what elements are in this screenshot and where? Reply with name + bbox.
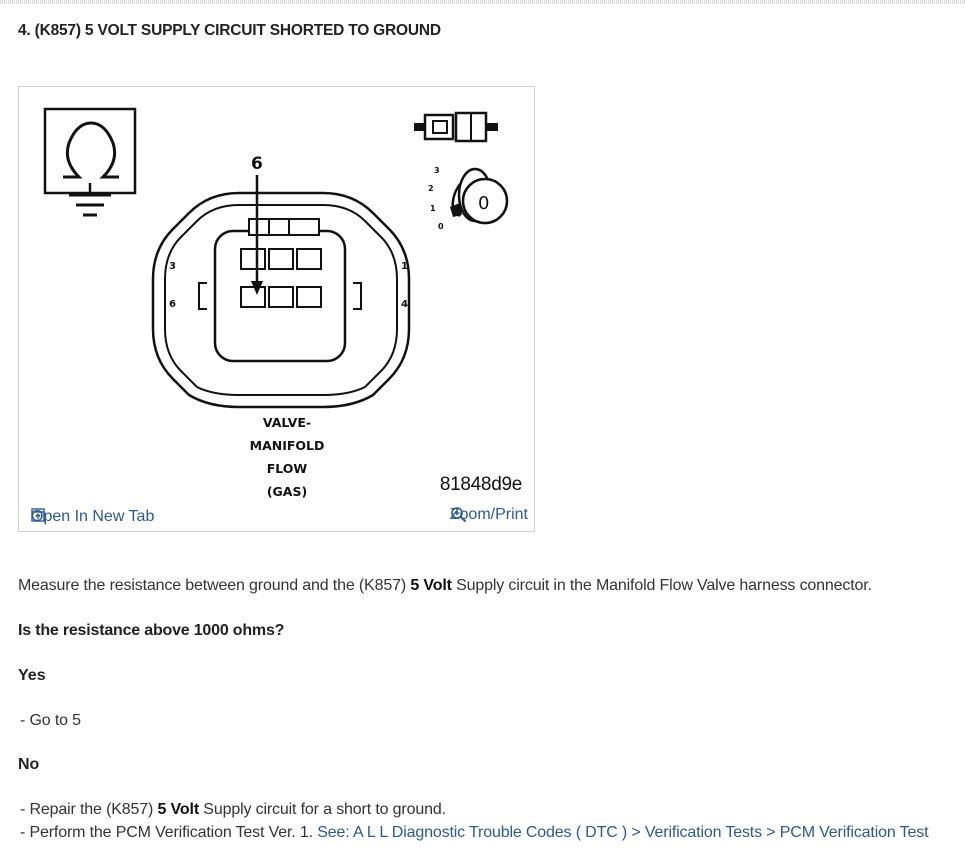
svg-text:2: 2 (428, 184, 434, 193)
svg-text:FLOW: FLOW (267, 461, 308, 476)
svg-text:3: 3 (434, 166, 440, 175)
probe-arrow (251, 175, 263, 295)
component-label: VALVE- MANIFOLD FLOW (GAS) (250, 415, 325, 499)
no-action-verification: - Perform the PCM Verification Test Ver.… (20, 824, 929, 841)
step-title: 4. (K857) 5 VOLT SUPPLY CIRCUIT SHORTED … (18, 22, 441, 39)
svg-text:0: 0 (478, 193, 489, 214)
magnifier-icon (450, 507, 466, 523)
top-divider (0, 0, 965, 4)
yes-label: Yes (18, 667, 46, 684)
svg-text:VALVE-: VALVE- (263, 415, 311, 430)
valve-connector-body (151, 191, 411, 409)
svg-text:(GAS): (GAS) (267, 484, 307, 499)
harness-connector-icon (414, 111, 498, 143)
no-action-repair: - Repair the (K857) 5 Volt Supply circui… (20, 801, 446, 818)
open-in-new-tab-link[interactable]: Open In New Tab (31, 508, 154, 526)
pin-label-6: 6 (169, 299, 176, 310)
dtc-link[interactable]: See: A L L Diagnostic Trouble Codes ( DT… (317, 824, 628, 841)
svg-text:MANIFOLD: MANIFOLD (250, 438, 325, 453)
zoom-print-link[interactable]: Zoom/Print (450, 506, 528, 524)
ignition-key-icon: 3 2 1 0 0 (428, 166, 509, 231)
zoom-print-label: Zoom/Print (449, 506, 528, 523)
diagram-drawing: 3 2 1 0 0 (43, 107, 509, 499)
figure-id: 81848d9e (439, 474, 522, 495)
ohmmeter-icon (43, 107, 137, 217)
open-tab-icon (31, 508, 45, 522)
instruction-text: Measure the resistance between ground an… (18, 577, 872, 594)
connector-diagram: 3 2 1 0 0 (18, 86, 535, 532)
question-text: Is the resistance above 1000 ohms? (18, 622, 285, 639)
yes-action: - Go to 5 (20, 712, 81, 729)
svg-text:0: 0 (438, 222, 444, 231)
pin-label-4: 4 (401, 299, 408, 310)
pcm-verification-test-link[interactable]: PCM Verification Test (779, 824, 929, 841)
verification-tests-link[interactable]: Verification Tests (644, 824, 762, 841)
open-tab-label: Open In New Tab (31, 508, 155, 525)
svg-text:1: 1 (430, 204, 436, 213)
pin-label-1: 1 (401, 261, 408, 272)
pin-label-3: 3 (169, 261, 176, 272)
pin-label-top: 6 (251, 154, 263, 174)
no-label: No (18, 756, 40, 773)
